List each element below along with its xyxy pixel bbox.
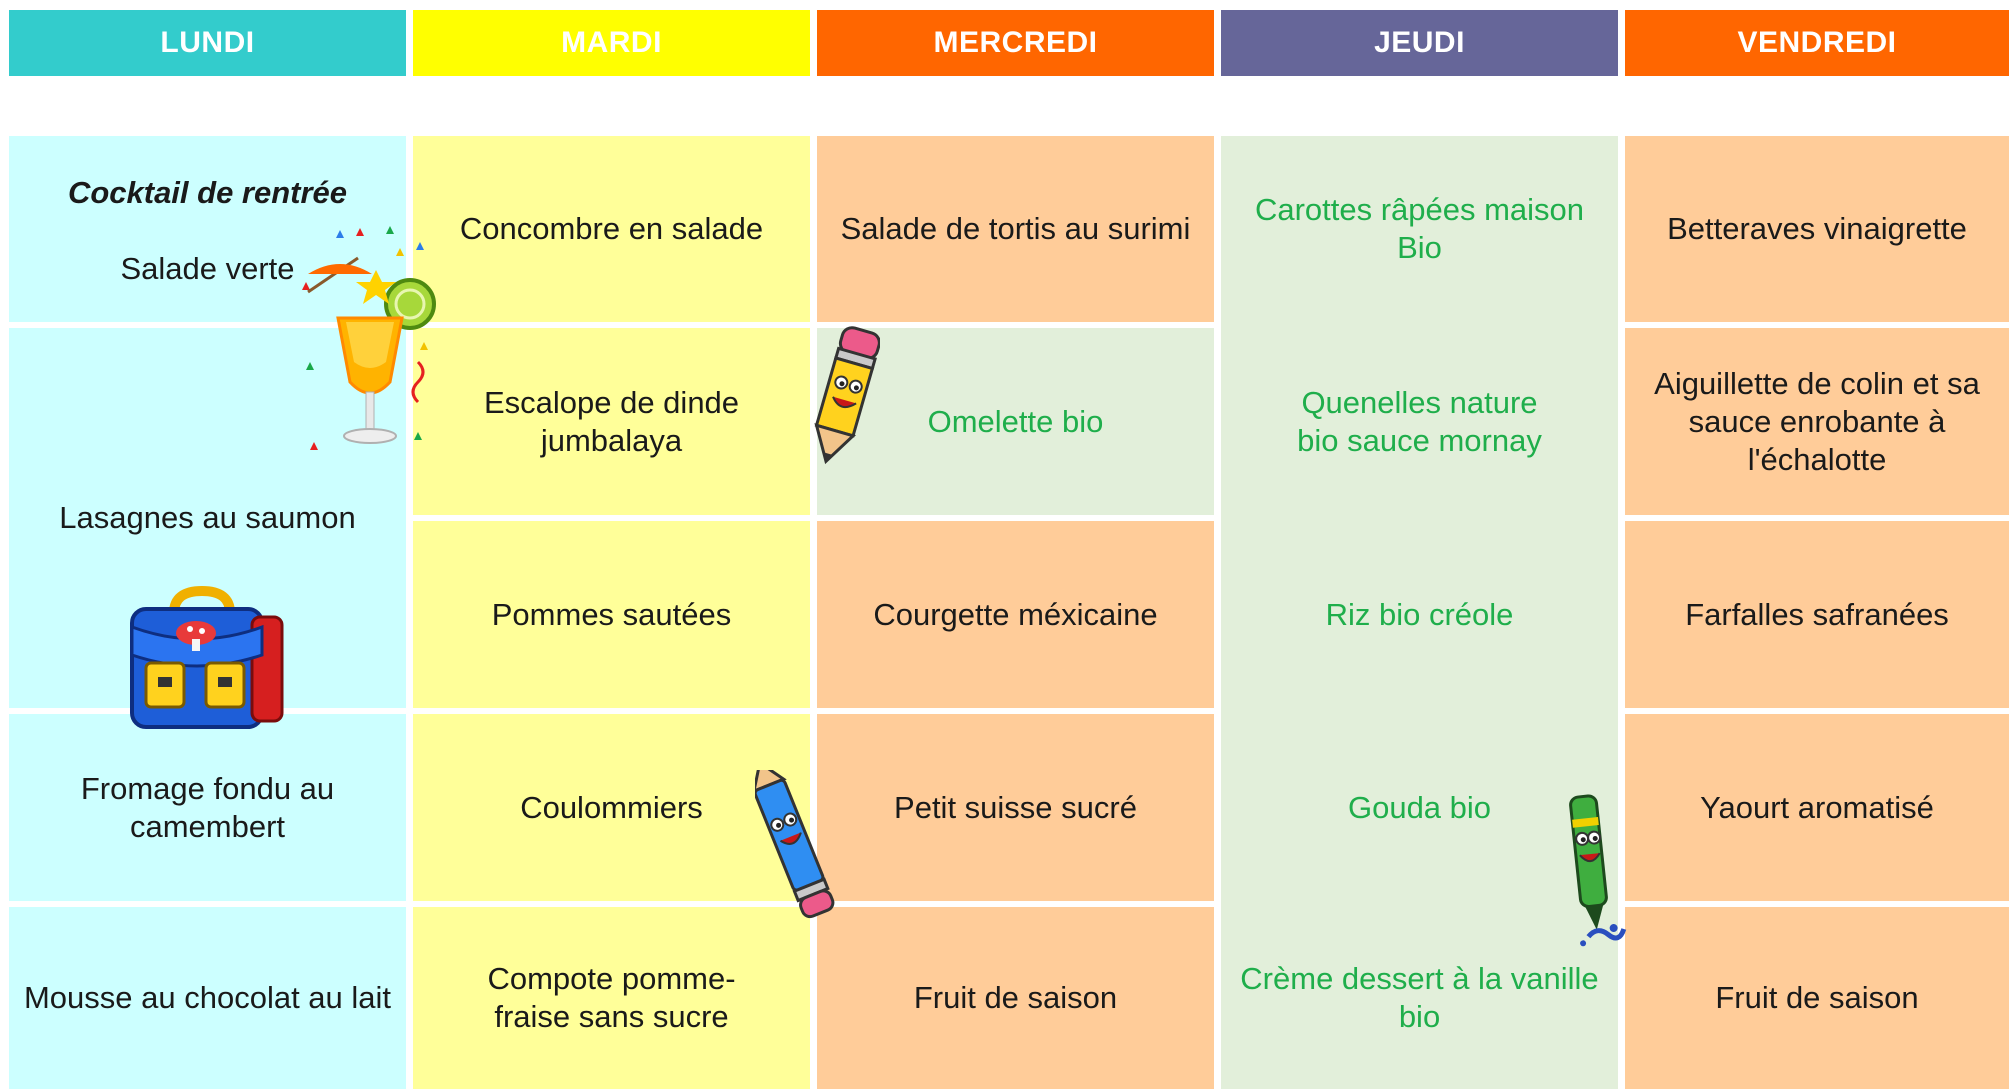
mardi-entree: Concombre en salade	[459, 211, 764, 246]
jeudi-dessert: Crème dessert à la vanille bio	[1240, 961, 1599, 1034]
lundi-dessert: Mousse au chocolat au lait	[23, 980, 392, 1015]
header-vendredi: VENDREDI	[1625, 10, 2009, 76]
vendredi-fromage: Yaourt aromatisé	[1700, 789, 1934, 825]
lundi-entree-cell: Cocktail de rentrée Salade verte	[9, 136, 406, 322]
cocktail-glass-icon	[302, 226, 436, 450]
vendredi-dessert-cell: Fruit de saison	[1625, 907, 2009, 1089]
jeudi-column-background	[1221, 136, 1618, 1089]
header-mardi: MARDI	[413, 10, 810, 76]
mercredi-dessert: Fruit de saison	[913, 980, 1118, 1015]
jeudi-accompagnement: Riz bio créole	[1325, 596, 1514, 632]
mercredi-accompagnement: Courgette méxicaine	[873, 596, 1158, 632]
vendredi-entree-cell: Betteraves vinaigrette	[1625, 136, 2009, 322]
jeudi-fromage-cell: Gouda bio	[1221, 714, 1618, 901]
mercredi-entree-cell: Salade de tortis au surimi	[817, 136, 1214, 322]
vendredi-plat: Aiguillette de colin et sa sauce enroban…	[1654, 365, 1980, 477]
mercredi-fromage: Petit suisse sucré	[894, 789, 1137, 825]
vendredi-dessert: Fruit de saison	[1715, 980, 1919, 1015]
mardi-accompagnement: Pommes sautées	[491, 596, 732, 632]
mardi-plat: Escalope de dinde jumbalaya	[483, 384, 740, 458]
green-pen-character-icon	[1569, 794, 1627, 947]
mardi-fromage: Coulommiers	[520, 789, 703, 825]
header-mercredi: MERCREDI	[817, 10, 1214, 76]
jeudi-plat-cell: Quenelles nature bio sauce mornay	[1221, 328, 1618, 515]
mardi-dessert: Compote pomme-fraise sans sucre	[487, 961, 736, 1034]
cocktail-rentree-label: Cocktail de rentrée	[67, 175, 348, 210]
mardi-dessert-cell: Compote pomme-fraise sans sucre	[413, 907, 810, 1089]
jeudi-entree: Carottes râpées maison Bio	[1254, 192, 1585, 265]
mercredi-plat-cell: Omelette bio	[817, 328, 1214, 515]
vendredi-entree: Betteraves vinaigrette	[1667, 211, 1967, 246]
header-lundi: LUNDI	[9, 10, 406, 76]
header-jeudi: JEUDI	[1221, 10, 1618, 76]
schoolbag-icon	[130, 585, 284, 729]
jeudi-plat: Quenelles nature bio sauce mornay	[1297, 384, 1542, 458]
jeudi-entree-cell: Carottes râpées maison Bio	[1221, 136, 1618, 322]
lundi-fromage-cell: Fromage fondu au camembert	[9, 714, 406, 901]
mercredi-entree: Salade de tortis au surimi	[840, 211, 1191, 246]
vendredi-plat-cell: Aiguillette de colin et sa sauce enroban…	[1625, 328, 2009, 515]
mercredi-accompagnement-cell: Courgette méxicaine	[817, 521, 1214, 708]
lundi-plat-cell: Lasagnes au saumon	[9, 328, 406, 708]
pencil-character-icon	[814, 326, 880, 465]
jeudi-dessert-cell: Crème dessert à la vanille bio	[1221, 907, 1618, 1089]
vendredi-fromage-cell: Yaourt aromatisé	[1625, 714, 2009, 901]
jeudi-fromage: Gouda bio	[1347, 789, 1492, 825]
jeudi-accompagnement-cell: Riz bio créole	[1221, 521, 1618, 708]
mercredi-fromage-cell: Petit suisse sucré	[817, 714, 1214, 901]
lundi-plat: Lasagnes au saumon	[59, 500, 356, 535]
blue-pencil-character-icon	[755, 770, 835, 919]
mardi-plat-cell: Escalope de dinde jumbalaya	[413, 328, 810, 515]
lundi-fromage: Fromage fondu au camembert	[80, 770, 335, 844]
vendredi-accompagnement-cell: Farfalles safranées	[1625, 521, 2009, 708]
lundi-dessert-cell: Mousse au chocolat au lait	[9, 907, 406, 1089]
mardi-fromage-cell: Coulommiers	[413, 714, 810, 901]
mercredi-dessert-cell: Fruit de saison	[817, 907, 1214, 1089]
mardi-accompagnement-cell: Pommes sautées	[413, 521, 810, 708]
mardi-entree-cell: Concombre en salade	[413, 136, 810, 322]
vendredi-accompagnement: Farfalles safranées	[1685, 596, 1949, 632]
mercredi-plat: Omelette bio	[927, 403, 1104, 439]
lundi-entree: Salade verte	[120, 251, 295, 286]
